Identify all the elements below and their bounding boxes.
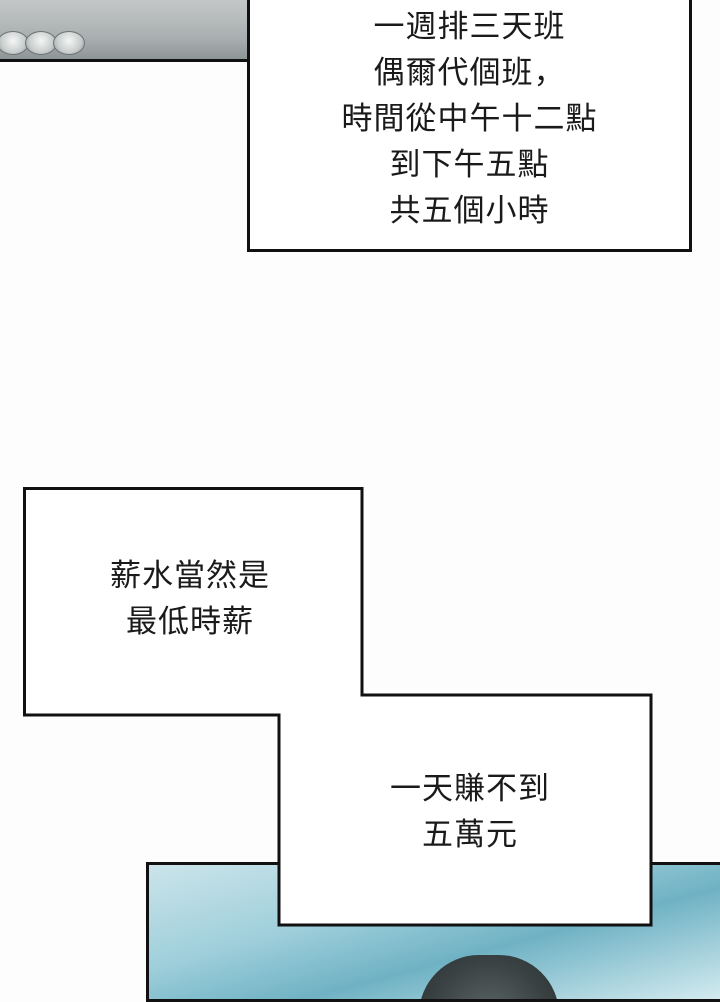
caption-text-top: 一週排三天班 偶爾代個班， 時間從中午十二點 到下午五點 共五個小時 [250, 4, 689, 234]
caption-line: 五萬元 [422, 817, 518, 853]
caption-box-middle [23, 487, 653, 927]
caption-line: 一週排三天班 [373, 9, 566, 45]
caption-line: 到下午五點 [389, 147, 550, 183]
caption-box-outline [23, 487, 653, 927]
caption-line: 最低時薪 [126, 604, 254, 640]
caption-text-middle-a: 薪水當然是 最低時薪 [70, 553, 310, 645]
caption-line: 一天賺不到 [390, 771, 550, 807]
character-hair-illustration [419, 955, 559, 999]
caption-line: 偶爾代個班， [373, 55, 566, 91]
caption-box-top: 一週排三天班 偶爾代個班， 時間從中午十二點 到下午五點 共五個小時 [247, 0, 692, 252]
caption-text-middle-b: 一天賺不到 五萬元 [350, 766, 590, 858]
caption-line: 共五個小時 [389, 193, 550, 229]
bottle-illustration [0, 31, 29, 55]
caption-line: 時間從中午十二點 [341, 101, 598, 137]
caption-line: 薪水當然是 [110, 558, 270, 594]
bottle-illustration [53, 31, 85, 55]
